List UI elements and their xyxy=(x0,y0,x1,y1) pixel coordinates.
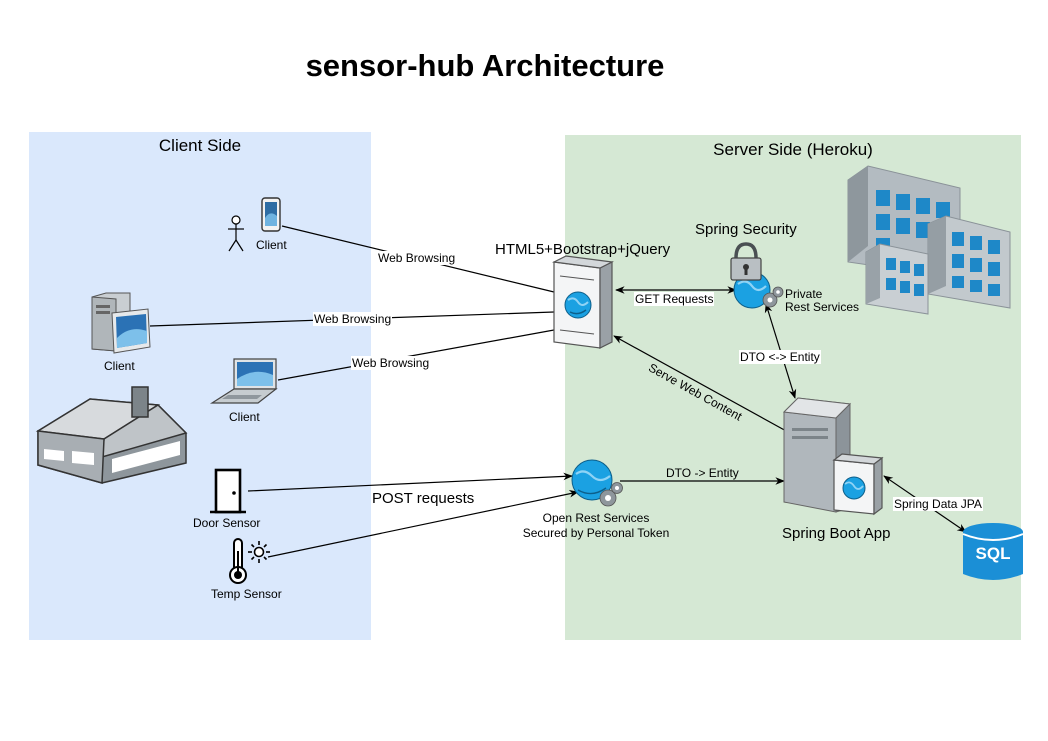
edge-label-desktop-web: Web Browsing xyxy=(313,312,393,326)
edge-laptop-web xyxy=(277,329,555,381)
desktop-computer-icon xyxy=(91,292,151,354)
client-side-title: Client Side xyxy=(158,136,242,155)
client-side-zone xyxy=(29,132,371,640)
door-icon xyxy=(210,468,246,514)
padlock-globe-icon xyxy=(730,242,784,309)
edge-temp-post xyxy=(267,490,579,558)
private-rest-label-line1: Private xyxy=(785,287,823,301)
database-cylinder-icon xyxy=(962,523,1024,580)
diagram-title: sensor-hub Architecture xyxy=(305,48,665,83)
office-buildings-icon xyxy=(847,165,1011,315)
edge-label-get-requests: GET Requests xyxy=(634,292,715,306)
edge-label-mobile-web: Web Browsing xyxy=(377,251,457,265)
spring-boot-label: Spring Boot App xyxy=(782,525,891,542)
temp-sensor-label: Temp Sensor xyxy=(211,587,282,601)
laptop-icon xyxy=(209,358,278,404)
spring-security-label: Spring Security xyxy=(695,221,797,238)
edge-door-post xyxy=(247,472,573,492)
desktop-client-label: Client xyxy=(104,359,135,373)
open-rest-label-line1: Open Rest Services xyxy=(542,511,650,525)
open-rest-label-line2: Secured by Personal Token xyxy=(522,526,670,540)
web-server-icon xyxy=(551,255,615,349)
edge-label-laptop-web: Web Browsing xyxy=(351,356,431,370)
edge-label-dto-entity-bidir: DTO <-> Entity xyxy=(739,350,821,364)
door-sensor-label: Door Sensor xyxy=(193,516,261,530)
house-icon xyxy=(35,386,188,484)
edge-label-post-requests: POST requests xyxy=(372,490,475,507)
server-tower-icon xyxy=(782,397,884,516)
private-rest-label-line2: Rest Services xyxy=(785,300,860,314)
globe-gear-icon xyxy=(571,459,623,507)
actor-with-phone-icon xyxy=(228,197,281,252)
edge-label-spring-data-jpa: Spring Data JPA xyxy=(893,497,983,511)
sql-db-label: SQL xyxy=(975,544,1011,563)
edge-serve-web xyxy=(613,335,789,433)
laptop-client-label: Client xyxy=(229,410,260,424)
edge-label-dto-entity: DTO -> Entity xyxy=(666,466,739,480)
web-server-label: HTML5+Bootstrap+jQuery xyxy=(495,241,671,258)
thermometer-sun-icon xyxy=(229,538,270,584)
mobile-client-label: Client xyxy=(256,238,287,252)
server-side-title: Server Side (Heroku) xyxy=(713,140,873,159)
